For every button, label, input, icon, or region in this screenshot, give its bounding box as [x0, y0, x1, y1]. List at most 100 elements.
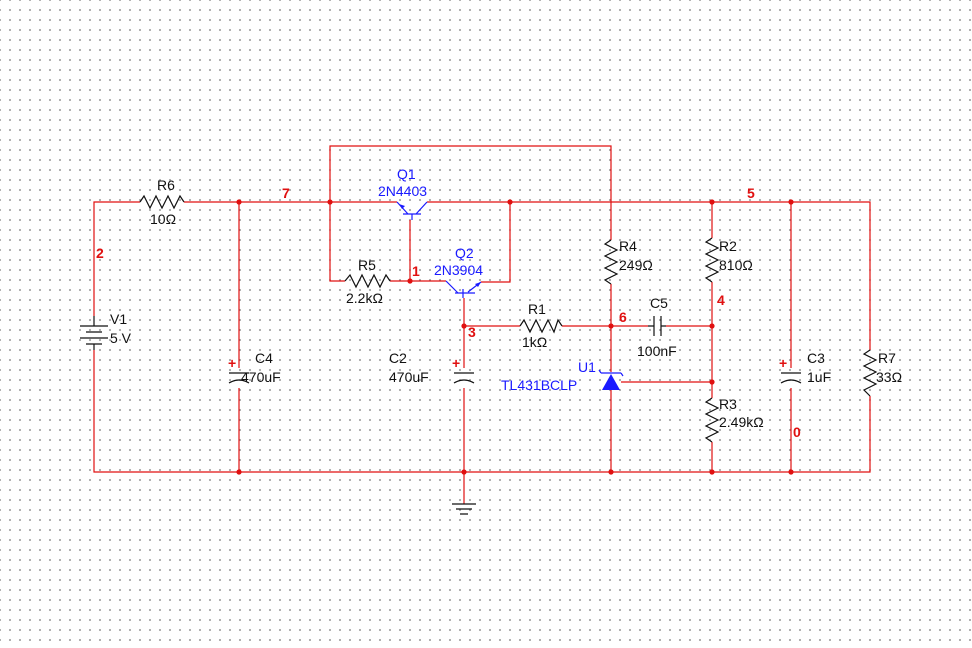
junction-dot	[407, 278, 413, 284]
junction-dot	[608, 323, 614, 329]
u1-model-label: TL431BCLP	[501, 377, 577, 393]
resistor-zigzag	[519, 318, 563, 334]
c2-ref-label: C2	[389, 350, 407, 366]
net-labels: 2 7 1 3 6 4 5 0	[96, 185, 801, 440]
u1-ref-label: U1	[578, 359, 596, 375]
resistor-r1[interactable]: R1 1kΩ	[519, 301, 563, 350]
battery-symbol	[80, 316, 108, 350]
junction-dot	[461, 323, 467, 329]
r7-value-label: 33Ω	[876, 369, 902, 385]
capacitor-c4[interactable]: + C4 470uF	[228, 350, 281, 385]
r5-value-label: 2.2kΩ	[346, 290, 383, 306]
capacitor-plates	[228, 372, 250, 384]
capacitor-c2[interactable]: + C2 470uF	[389, 350, 475, 385]
r6-value-label: 10Ω	[150, 211, 176, 227]
wire-r5-left[interactable]	[329, 202, 345, 282]
junction-dot	[608, 469, 614, 475]
net-label-1: 1	[412, 263, 420, 279]
resistor-r3[interactable]: R3 2.49kΩ	[704, 396, 764, 443]
r2-ref-label: R2	[719, 238, 737, 254]
capacitor-c3[interactable]: + C3 1uF	[779, 350, 831, 385]
net-label-5: 5	[747, 185, 755, 201]
wire-net-2[interactable]	[93, 201, 140, 316]
diode-cathode-bar	[598, 369, 624, 377]
resistor-r4[interactable]: R4 249Ω	[603, 238, 653, 285]
c2-polarity-mark: +	[452, 355, 460, 371]
junction-dot	[327, 199, 333, 205]
r4-value-label: 249Ω	[619, 257, 653, 273]
r1-ref-label: R1	[528, 301, 546, 317]
resistor-zigzag	[862, 349, 878, 397]
c5-value-label: 100nF	[637, 343, 677, 359]
net-label-7: 7	[282, 185, 290, 201]
q1-model-label: 2N4403	[378, 183, 427, 199]
wire-net-0[interactable]	[93, 350, 871, 473]
resistor-r6[interactable]: R6 10Ω	[139, 177, 185, 227]
c2-value-label: 470uF	[389, 369, 429, 385]
c3-ref-label: C3	[807, 350, 825, 366]
c5-ref-label: C5	[650, 295, 668, 311]
junction-dot	[236, 199, 242, 205]
junction-dot	[788, 199, 794, 205]
c3-polarity-mark: +	[779, 355, 787, 371]
v1-value-label: 5 V	[110, 330, 132, 346]
junction-dot	[236, 469, 242, 475]
transistor-q1[interactable]: Q1 2N4403	[378, 166, 428, 220]
junction-dot	[461, 469, 467, 475]
diode-triangle-icon	[602, 374, 620, 390]
resistor-zigzag	[704, 237, 720, 283]
npn-transistor-symbol	[445, 280, 482, 298]
emitter-arrow-icon	[399, 204, 405, 209]
resistor-r7[interactable]: R7 33Ω	[862, 349, 902, 397]
c4-polarity-mark: +	[228, 355, 236, 371]
capacitor-plates	[648, 316, 666, 336]
emitter-arrow-icon	[475, 282, 481, 287]
v1-ref-label: V1	[110, 311, 127, 327]
pnp-transistor-symbol	[396, 201, 428, 220]
net-label-6: 6	[619, 309, 627, 325]
junction-dot	[788, 469, 794, 475]
junction-dot	[709, 199, 715, 205]
net-label-2: 2	[96, 245, 104, 261]
resistor-zigzag	[704, 397, 720, 443]
r2-value-label: 810Ω	[719, 257, 753, 273]
r4-ref-label: R4	[619, 238, 637, 254]
wire-q2-collector[interactable]	[481, 202, 511, 283]
wire-top-loop[interactable]	[329, 145, 612, 240]
resistor-r5[interactable]: R5 2.2kΩ	[344, 257, 391, 306]
q2-model-label: 2N3904	[434, 262, 483, 278]
r3-value-label: 2.49kΩ	[719, 414, 764, 430]
c4-ref-label: C4	[255, 350, 273, 366]
junction-dot	[507, 199, 513, 205]
junctions	[236, 199, 794, 475]
q1-ref-label: Q1	[397, 166, 416, 182]
ground-symbol[interactable]	[452, 503, 476, 515]
c3-value-label: 1uF	[807, 369, 831, 385]
capacitor-plates	[453, 372, 475, 384]
resistor-zigzag	[603, 239, 619, 285]
ground-icon	[452, 503, 476, 515]
resistor-r2[interactable]: R2 810Ω	[704, 237, 753, 283]
junction-dot	[709, 379, 715, 385]
wires	[93, 145, 871, 504]
c4-value-label: 470uF	[241, 369, 281, 385]
r5-ref-label: R5	[358, 257, 376, 273]
net-label-3: 3	[468, 324, 476, 340]
shunt-regulator-u1[interactable]: U1 TL431BCLP	[501, 359, 624, 393]
junction-dot	[709, 469, 715, 475]
capacitor-plates	[780, 372, 802, 384]
r7-ref-label: R7	[878, 350, 896, 366]
wire-net-5[interactable]	[427, 201, 871, 350]
resistor-zigzag	[344, 273, 391, 289]
r1-value-label: 1kΩ	[522, 334, 547, 350]
resistor-zigzag	[139, 194, 185, 210]
junction-dot	[709, 323, 715, 329]
r3-ref-label: R3	[719, 396, 737, 412]
net-label-0: 0	[793, 424, 801, 440]
net-label-4: 4	[717, 292, 725, 308]
q2-ref-label: Q2	[455, 245, 474, 261]
transistor-q2[interactable]: Q2 2N3904	[434, 245, 483, 298]
capacitor-c5[interactable]: C5 100nF	[637, 295, 677, 359]
battery-v1[interactable]: V1 5 V	[80, 311, 132, 350]
